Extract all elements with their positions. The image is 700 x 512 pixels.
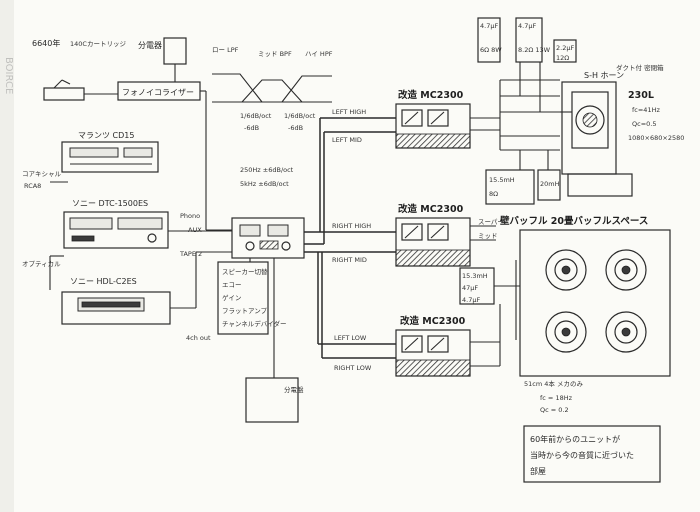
crossover-note-2: 1/6dB/oct <box>284 112 316 120</box>
footer-line-1: 60年前からのユニットが <box>530 434 620 444</box>
phono-equalizer-label: フォノイコライザー <box>122 88 194 97</box>
footer-line-2: 当時から今の音質に近づいた <box>530 450 634 460</box>
marantz-side-note-1: コアキシャル <box>22 170 62 178</box>
top-cap-3: 2.2μF <box>556 44 574 52</box>
top-network: 4.7μF 6Ω 8W 4.7μF 8.2Ω 13W 2.2μF 12Ω 15.… <box>477 17 577 205</box>
sony-hdl-c2es: ソニー HDL-C2ES <box>61 251 232 325</box>
controller-feature-1: エコー <box>222 281 242 289</box>
top-cap-1: 4.7μF <box>480 22 498 30</box>
line-left-low: LEFT LOW <box>334 334 367 342</box>
horn-speaker: S-H ホーン ダクト付 密閉箱 230L fc=41Hz Qc=0.5 108… <box>560 63 684 197</box>
woofer-2 <box>605 249 647 291</box>
amp-1-label: 改造 MC2300 <box>398 89 464 101</box>
controller-feature-2: ゲイン <box>222 293 241 302</box>
amplifier-3: 改造 MC2300 <box>395 315 500 377</box>
baffle-title: 壁バッフル 20畳バッフルスペース <box>500 215 648 227</box>
line-left-high: LEFT HIGH <box>332 108 366 116</box>
baffle-network-3: 4.7μF <box>462 296 480 304</box>
crossover-low-label: ロー LPF <box>212 46 239 54</box>
top-res-1: 6Ω 8W <box>480 46 502 54</box>
line-right-mid: RIGHT MID <box>332 256 367 264</box>
top-inductor-1: 15.5mH <box>489 176 515 184</box>
top-res-4: 8Ω <box>489 190 498 198</box>
controller-input-tape2: TAPE 2 <box>179 250 202 258</box>
amp-2-label: 改造 MC2300 <box>398 203 464 215</box>
horn-label: S-H ホーン <box>584 71 624 80</box>
crossover-freq-2: 5kHz ±6dB/oct <box>240 180 289 188</box>
margin-stamp: BOIRCE <box>0 0 14 512</box>
horn-cabinet-note: ダクト付 密閉箱 <box>616 63 664 72</box>
top-res-3: 12Ω <box>556 54 569 62</box>
crossover-note-4: -6dB <box>288 124 303 132</box>
controller-feature-3: フラットアンプ <box>222 307 268 315</box>
horn-box-size: 1080×680×2580 <box>628 134 684 142</box>
margin-text: BOIRCE <box>3 57 14 94</box>
amplifier-1: 改造 MC2300 <box>395 89 500 149</box>
baffle-bottom-note-3: Qc = 0.2 <box>540 406 569 414</box>
crossover-freq-1: 250Hz ±6dB/oct <box>240 166 294 174</box>
marantz-side-note-2: RCA8 <box>24 182 41 190</box>
crossover-sketch: ロー LPF ミッド BPF ハイ HPF 1/6dB/oct 1/6dB/oc… <box>212 46 333 188</box>
crossover-high-label: ハイ HPF <box>305 50 333 58</box>
sony-hdd-label: ソニー HDL-C2ES <box>70 277 137 286</box>
line-right-high: RIGHT HIGH <box>332 222 371 230</box>
sony-dtc1500es: ソニー DTC-1500ES オプティカル <box>22 199 232 290</box>
preamp-box <box>231 217 305 259</box>
amplifier-2: 改造 MC2300 スーパー ミッド <box>395 203 504 267</box>
baffle-wall: 壁バッフル 20畳バッフルスペース 15.3mH 47μF 4.7μF <box>459 215 671 414</box>
footer-note: 60年前からのユニットが 当時から今の音質に近づいた 部屋 <box>523 425 661 483</box>
turntable-group: 6640年 140Cカートリッジ 分電器 フォノイコライザー <box>32 37 207 230</box>
signal-bus: LEFT HIGH LEFT MID RIGHT HIGH RIGHT MID … <box>317 108 396 372</box>
controller-feature-0: スピーカー切替 <box>222 267 268 276</box>
sony-deck-label: ソニー DTC-1500ES <box>72 199 148 208</box>
rack-label: 分電器 <box>138 41 162 50</box>
controller-out-note: 4ch out <box>186 334 211 342</box>
horn-qc: Qc=0.5 <box>632 120 656 128</box>
marantz-label: マランツ CD15 <box>78 131 134 140</box>
footer-line-3: 部屋 <box>530 466 546 476</box>
baffle-frame <box>519 229 671 377</box>
top-res-2: 8.2Ω 13W <box>518 46 551 54</box>
amp-2-note-super: スーパー <box>478 218 504 226</box>
controller-input-aux: AUX <box>188 226 202 234</box>
power-panel-label: 分電盤 <box>284 385 304 394</box>
crossover-note-3: -6dB <box>244 124 259 132</box>
controller-features-box <box>217 261 269 335</box>
woofer-4 <box>605 311 647 353</box>
baffle-network-1: 15.3mH <box>462 272 488 280</box>
turntable-note: 140Cカートリッジ <box>70 40 126 48</box>
line-left-mid: LEFT MID <box>332 136 362 144</box>
baffle-network-2: 47μF <box>462 284 478 292</box>
power-rack-box <box>163 37 187 65</box>
top-cap-2: 4.7μF <box>518 22 536 30</box>
turntable-label: 6640年 <box>32 38 60 48</box>
amp-3-label: 改造 MC2300 <box>400 315 466 327</box>
power-panel-box <box>245 377 299 423</box>
controller-feature-4: チャンネルデバイダー <box>222 319 287 328</box>
woofer-1 <box>545 249 587 291</box>
horn-volume: 230L <box>628 90 654 101</box>
marantz-cd15: マランツ CD15 コアキシャル RCA8 <box>22 131 159 190</box>
amp-2-note-mid: ミッド <box>478 232 498 240</box>
crossover-mid-label: ミッド BPF <box>258 50 292 58</box>
woofer-3 <box>545 311 587 353</box>
sony-side-note: オプティカル <box>22 260 61 268</box>
tonearm <box>53 79 63 89</box>
controller-preamp: Phono AUX TAPE 2 スピーカー切替 エコー ゲイン フラットアンプ… <box>179 212 324 423</box>
crossover-note-1: 1/6dB/oct <box>240 112 272 120</box>
baffle-bottom-note-2: fc = 18Hz <box>540 394 573 402</box>
line-right-low: RIGHT LOW <box>334 364 372 372</box>
baffle-bottom-note-1: 51cm 4本 メカのみ <box>524 379 583 388</box>
horn-fc: fc=41Hz <box>632 106 660 114</box>
top-inductor-2: 20mH <box>540 180 560 188</box>
controller-input-phono: Phono <box>180 212 200 220</box>
turntable-box <box>43 87 85 101</box>
